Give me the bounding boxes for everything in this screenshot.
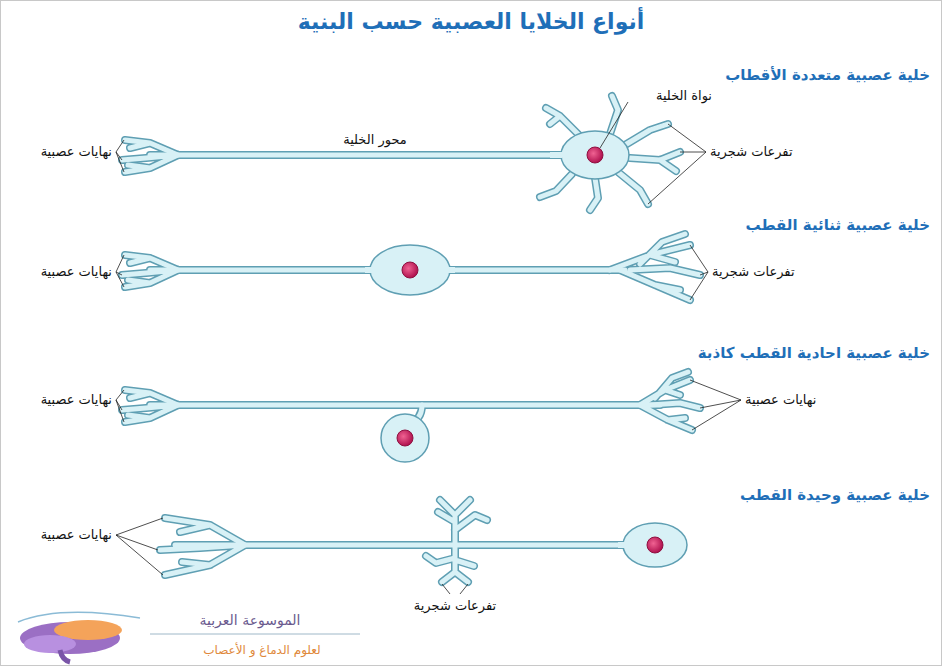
cell-type-heading: خلية عصبية ثنائية القطب: [746, 216, 931, 234]
part-label: نهايات عصبية: [745, 392, 816, 408]
part-label: تفرعات شجرية: [712, 264, 795, 280]
cell-type-heading: خلية عصبية وحيدة القطب: [740, 486, 930, 504]
cell-type-heading: خلية عصبية احادية القطب كاذبة: [698, 344, 930, 362]
diagram-title: أنواع الخلايا العصبية حسب البنية: [298, 9, 645, 35]
logo-text: لعلوم الدماغ و الأعصاب: [203, 643, 321, 657]
part-label: نهايات عصبية: [41, 264, 112, 280]
part-label: نهايات عصبية: [41, 527, 112, 543]
part-label: محور الخلية: [343, 132, 407, 148]
logo-text: الموسوعة العربية: [199, 612, 300, 629]
part-label: تفرعات شجرية: [414, 598, 497, 614]
logo-brain: [18, 612, 140, 662]
part-label: نهايات عصبية: [41, 392, 112, 408]
cell-type-heading: خلية عصبية متعددة الأقطاب: [725, 66, 930, 84]
part-label: نواة الخلية: [656, 88, 712, 104]
part-label: نهايات عصبية: [41, 144, 112, 160]
part-label: تفرعات شجرية: [710, 144, 793, 160]
